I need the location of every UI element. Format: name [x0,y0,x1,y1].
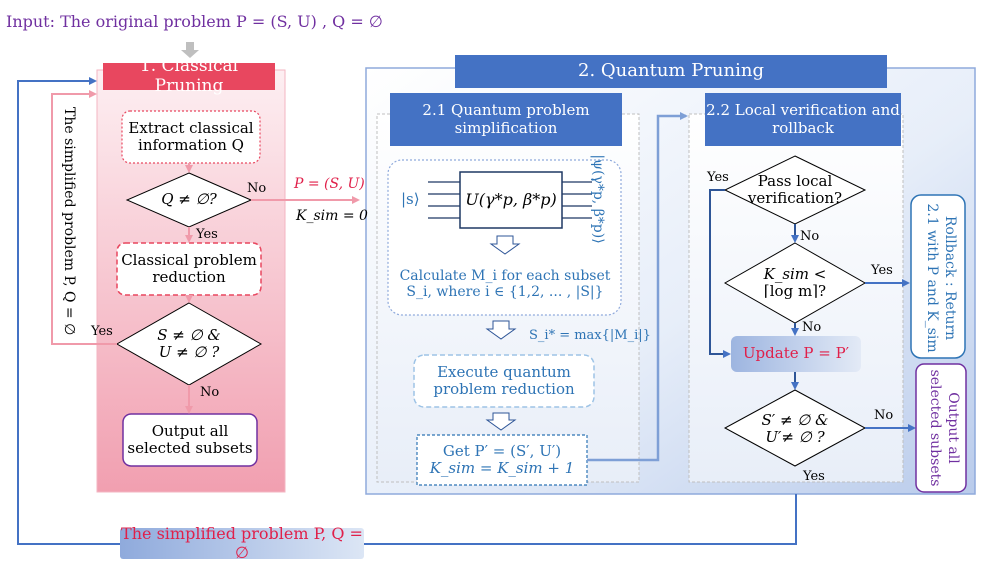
classical-title-bar [103,63,275,90]
check-text: S′ ≠ ∅ & U′≠ ∅ ? [740,408,850,450]
update-text: Update P = P′ [742,344,850,363]
branch-p-label: P = (S, U) [294,176,365,192]
execute-text: Execute quantum problem reduction [414,355,594,407]
get-text: Get P′ = (S′, U′) K_sim = K_sim + 1 [417,435,587,485]
q-output-line1: Output all [945,392,961,464]
select-label: S_i* = max{|M_i|} [529,328,651,343]
check-sprime-diamond [723,389,867,467]
decision-su-text: S ≠ ∅ & U ≠ ∅ ? [127,320,251,368]
get-p-prime-box [416,434,588,486]
ksim-text: K_sim < ⌈log m⌉? [740,262,850,304]
rollback-text: Rollback : Return 2.1 with P and K_sim [918,198,959,358]
unitary-gate [459,171,563,229]
exec-line2: problem reduction [433,380,575,398]
reduction-line1: Classical problem [121,250,257,269]
ksim-line2: ⌈log m⌉? [763,282,827,300]
branch-k-label: K_sim = 0 [296,208,368,224]
reduction-text: Classical problem reduction [117,243,261,295]
pass-no-label: No [800,229,820,244]
calc-line2: S_i, where i ∈ {1,2, ... , |S|} [406,284,604,300]
extract-text: Extract classical information Q [122,111,260,163]
sub1-line1: 2.1 Quantum problem [422,101,590,120]
decision-q-text: Q ≠ ∅? [161,190,217,209]
sub2-line1: 2.2 Local verification and [706,101,900,120]
reduction-line2: reduction [152,268,226,286]
input-label: Input: The original problem P = (S, U) ,… [6,12,383,31]
q-yes-label: Yes [196,227,218,242]
rollback-line1: Rollback : Return [942,215,958,341]
classical-output-text: Output all selected subsets [123,414,257,466]
exec-line1: Execute quantum [437,362,571,381]
side-feedback-label: The simplified problem P, Q = ∅ [61,107,77,336]
pass-yes-label: Yes [707,170,729,185]
pass-line2: verification? [747,189,843,207]
extract-line1: Extract classical [128,118,254,137]
check-line2: U′≠ ∅ ? [765,428,825,446]
extract-line2: information Q [138,136,244,154]
classical-title: 1. Classical Pruning [139,55,239,96]
bottom-feedback-label: The simplified problem P, Q = ∅ [121,524,363,562]
quantum-title: 2. Quantum Pruning [578,60,764,82]
sub1-line2: simplification [454,118,558,137]
sub2-line2: rollback [772,118,834,137]
input-arrow [181,42,199,58]
bottom-feedback-box [120,528,364,559]
su-no-label: No [200,385,220,400]
calc-line1: Calculate M_i for each subset [399,267,611,284]
sub2-title: 2.2 Local verification and rollback [705,93,901,146]
check-yes-label: Yes [803,469,825,484]
quantum-title-bar [455,55,887,88]
su-line1: S ≠ ∅ & [157,325,221,344]
su-line2: U ≠ ∅ ? [158,343,220,361]
su-yes-label: Yes [91,324,113,339]
q-output-line2: selected subsets [927,369,944,487]
ksim-no-label: No [802,320,822,335]
q-no-label: No [247,181,267,196]
arrow-su-yes-loop [51,90,117,345]
hollow-arrow-1 [489,235,521,255]
rollback-line2: 2.1 with P and K_sim [924,203,941,353]
pass-text: Pass local verification? [740,170,850,210]
get-line1: Get P′ = (S′, U′) [442,441,562,460]
check-line1: S′ ≠ ∅ & [761,410,829,429]
extract-box [121,110,261,164]
ksim-yes-label: Yes [871,263,893,278]
ksim-line1: K_sim < [763,264,827,283]
calc-text: Calculate M_i for each subset S_i, where… [392,262,618,306]
rollback-box [910,194,966,359]
sub2-title-bar [705,93,901,146]
update-box [731,336,861,372]
execute-reduction-box [413,354,595,408]
get-line2: K_sim = K_sim + 1 [429,459,575,477]
c-output-line1: Output all [151,421,229,440]
ket-out: |ψ(γ*p, β*p)⟩ [590,154,606,244]
quantum-output-text: Output all selected subsets [921,365,962,491]
ket-s: |s⟩ [401,190,420,208]
check-no-label: No [874,408,894,423]
arrow-sub1-to-sub2 [587,112,688,462]
classical-output-box [122,413,258,467]
sub1-title-bar [390,93,622,146]
gate-label: U(γ*p, β*p) [465,189,557,209]
pass-line1: Pass local [757,171,833,190]
arrow-bottom-feedback [17,77,797,545]
hollow-arrow-2 [485,320,517,340]
circuit-wires [428,181,592,219]
sub1-title: 2.1 Quantum problem simplification [390,93,622,146]
hollow-arrow-3 [485,412,517,431]
c-output-line2: selected subsets [127,439,253,457]
quantum-output-box [915,363,967,493]
arrow-pass-yes [709,189,731,358]
